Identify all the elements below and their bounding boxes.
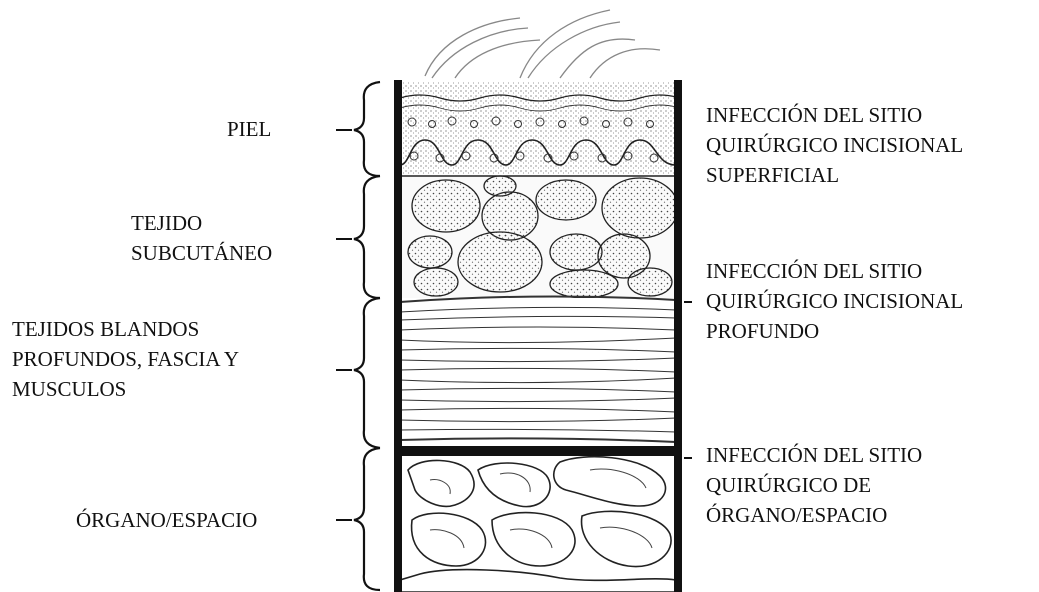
brace-piel xyxy=(354,82,380,176)
label-infeccion-superficial: INFECCIÓN DEL SITIO QUIRÚRGICO INCISIONA… xyxy=(706,100,963,190)
label-leader-lines xyxy=(336,130,352,520)
subcutaneous-layer xyxy=(400,176,678,298)
right-tick-marks xyxy=(684,302,692,458)
brace-subcutaneo xyxy=(354,176,380,298)
column-left-border xyxy=(394,80,402,592)
brace-profundos xyxy=(354,298,380,448)
label-tejidos-blandos-profundos: TEJIDOS BLANDOS PROFUNDOS, FASCIA Y MUSC… xyxy=(12,314,239,404)
brace-organo xyxy=(354,448,380,590)
layer-braces xyxy=(354,82,380,590)
label-infeccion-profundo: INFECCIÓN DEL SITIO QUIRÚRGICO INCISIONA… xyxy=(706,256,963,346)
label-infeccion-organo: INFECCIÓN DEL SITIO QUIRÚRGICO DE ÓRGANO… xyxy=(706,440,922,530)
label-piel: PIEL xyxy=(227,114,271,144)
column-right-border xyxy=(674,80,682,592)
label-organo-espacio: ÓRGANO/ESPACIO xyxy=(76,505,257,535)
label-tejido-subcutaneo: TEJIDO SUBCUTÁNEO xyxy=(131,208,272,268)
muscle-layer xyxy=(400,296,676,446)
skin-layer xyxy=(400,82,680,176)
hair-strands xyxy=(425,10,660,78)
organ-space-layer xyxy=(400,446,676,592)
